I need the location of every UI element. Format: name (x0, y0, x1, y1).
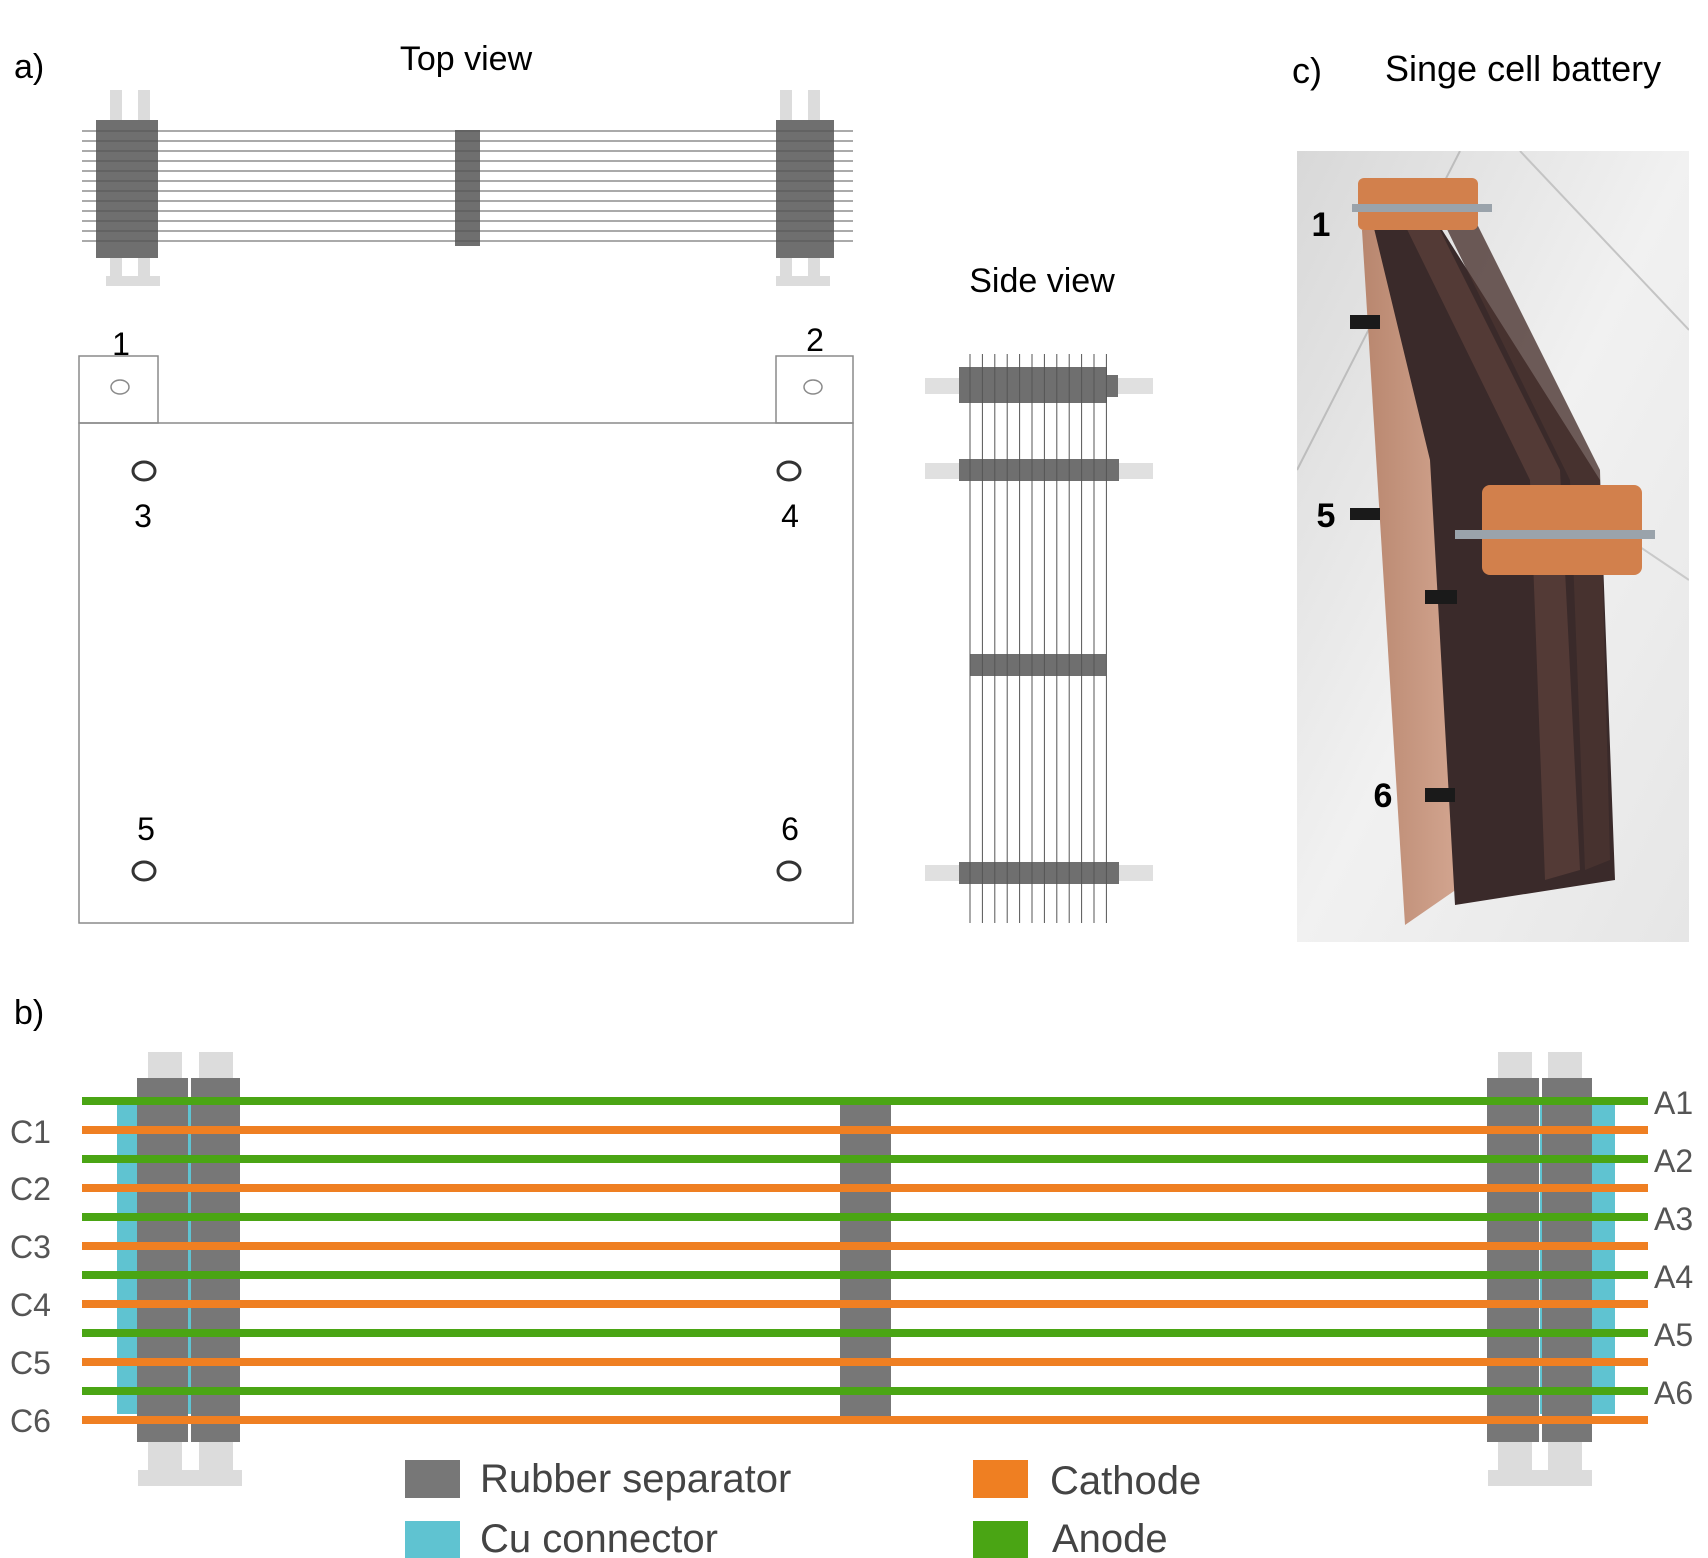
panel-b-letter: b) (14, 994, 44, 1032)
side-view-diagram (925, 354, 1153, 923)
cathode-label: C6 (10, 1403, 51, 1439)
side-separator-upper (959, 459, 1119, 481)
photo-bolt-top (1352, 204, 1492, 212)
photo-peg (1425, 590, 1457, 604)
anode-line (82, 1271, 1648, 1279)
hole-4 (776, 460, 802, 482)
cathode-line (82, 1416, 1648, 1424)
rubber-separator (137, 1078, 188, 1442)
rubber-separator-center (840, 1104, 891, 1418)
cathode-label: C3 (10, 1229, 51, 1265)
bolt-head-top (148, 1052, 182, 1082)
top-left-separator (96, 120, 158, 258)
side-electrode-lines (969, 354, 1107, 923)
hole-3 (131, 460, 157, 482)
hole-label-4: 4 (781, 498, 799, 534)
anode-label: A3 (1654, 1201, 1693, 1237)
side-view-title: Side view (969, 262, 1115, 300)
legend-swatch-cu (405, 1521, 460, 1558)
anode-line (82, 1387, 1648, 1395)
electrode-plate (78, 422, 854, 924)
tab-left (78, 355, 159, 424)
top-left-bolt-foot (106, 276, 160, 286)
side-nut-top (1104, 375, 1118, 397)
legend-label-anode: Anode (1052, 1517, 1168, 1558)
electrode-lines (82, 1097, 1648, 1424)
cathode-label: C1 (10, 1114, 51, 1150)
legend-label-rubber: Rubber separator (480, 1457, 791, 1501)
cathode-line (82, 1242, 1648, 1250)
hole-label-1: 1 (112, 326, 130, 362)
top-view-title: Top view (400, 40, 533, 78)
tab-hole-2 (803, 379, 823, 395)
anode-label: A4 (1654, 1259, 1693, 1295)
cross-section-diagram: C1 C2 C3 C4 C5 C6 A1 A2 A3 A4 A5 A6 (10, 1052, 1693, 1486)
side-separator-middle (970, 654, 1106, 676)
photo-label-5: 5 (1317, 497, 1336, 535)
hole-label-2: 2 (806, 322, 824, 358)
rubber-separator (1487, 1078, 1539, 1442)
legend-swatch-cathode (973, 1460, 1028, 1498)
top-right-bolt-foot (776, 276, 830, 286)
photo-label-1: 1 (1312, 206, 1331, 244)
panel-a-letter: a) (14, 48, 44, 86)
side-separator-top (959, 367, 1107, 403)
battery-photo: 1 5 6 (1297, 151, 1689, 942)
cathode-line (82, 1184, 1648, 1192)
cathode-label: C2 (10, 1171, 51, 1207)
panel-a: a) Top view (14, 40, 1153, 924)
bolt-foot (1488, 1470, 1592, 1486)
copper-back-plate (1362, 210, 1470, 925)
top-view-diagram (82, 90, 853, 286)
rubber-separator (1542, 1078, 1592, 1442)
floor-tile-seam (1519, 151, 1689, 331)
hole-6 (776, 860, 802, 882)
anode-label: A5 (1654, 1317, 1693, 1353)
anode-line (82, 1329, 1648, 1337)
cathode-label: C4 (10, 1287, 51, 1323)
legend-label-cu: Cu connector (480, 1517, 718, 1558)
bolt-head-top (1498, 1052, 1532, 1082)
photo-peg (1350, 315, 1380, 329)
hole-label-3: 3 (134, 498, 152, 534)
hole-label-6: 6 (781, 811, 799, 847)
panel-c-title: Singe cell battery (1385, 48, 1661, 89)
bolt-foot (138, 1470, 242, 1486)
cathode-line (82, 1300, 1648, 1308)
legend-label-cathode: Cathode (1050, 1459, 1201, 1503)
tab-hole-1 (110, 379, 130, 395)
top-center-separator (455, 130, 480, 246)
cathode-line (82, 1126, 1648, 1134)
photo-bolt-mid (1455, 530, 1655, 539)
panel-c: c) Singe cell battery (1292, 48, 1689, 942)
photo-peg (1350, 508, 1380, 520)
anode-label: A6 (1654, 1375, 1693, 1411)
anode-line (82, 1097, 1648, 1105)
legend: Rubber separator Cu connector Cathode An… (405, 1457, 1201, 1558)
rubber-separator (191, 1078, 240, 1442)
cathode-label: C5 (10, 1345, 51, 1381)
top-right-separator (776, 120, 834, 258)
bolt-head-top (199, 1052, 233, 1082)
anode-label: A2 (1654, 1143, 1693, 1179)
legend-swatch-anode (973, 1521, 1028, 1558)
photo-label-6: 6 (1374, 777, 1393, 815)
bolt-head-top (1548, 1052, 1582, 1082)
side-separator-bottom (959, 862, 1119, 884)
tab-right (775, 355, 854, 424)
anode-line (82, 1213, 1648, 1221)
panel-b: b) C1 C2 C3 (10, 994, 1693, 1558)
anode-line (82, 1155, 1648, 1163)
cathode-line (82, 1358, 1648, 1366)
panel-c-letter: c) (1292, 50, 1322, 91)
anode-label: A1 (1654, 1085, 1693, 1121)
hole-5 (131, 860, 157, 882)
front-view-diagram: 1 2 3 4 5 6 (78, 322, 854, 924)
legend-swatch-rubber (405, 1460, 460, 1498)
photo-peg (1425, 788, 1455, 802)
hole-label-5: 5 (137, 811, 155, 847)
top-electrode-lines (82, 130, 853, 242)
